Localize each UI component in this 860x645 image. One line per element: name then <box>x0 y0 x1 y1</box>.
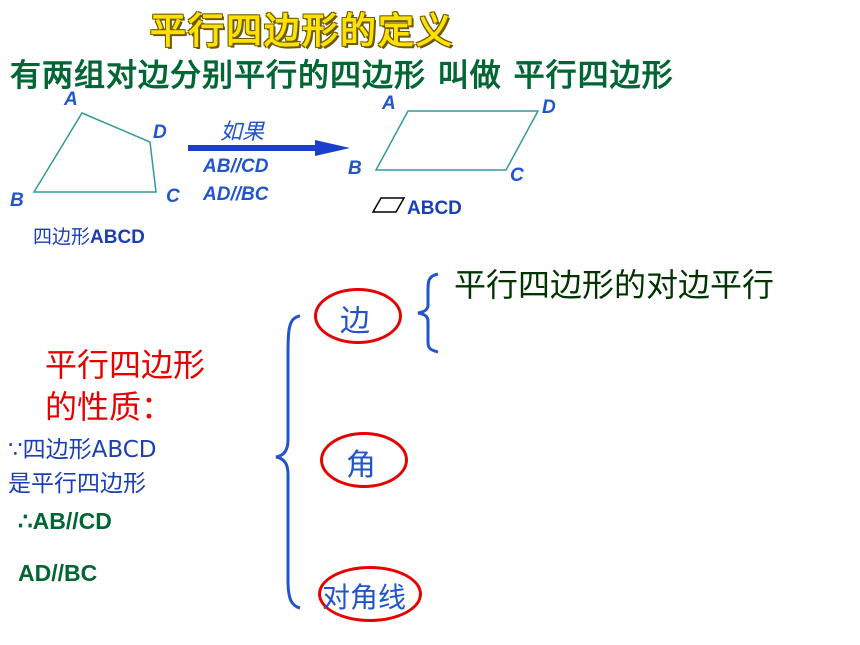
given-line1: ∵四边形ABCD <box>8 437 157 463</box>
small-brace <box>417 272 439 354</box>
page-title: 平行四边形的定义 <box>150 11 455 52</box>
quad-label-c: C <box>166 186 180 207</box>
large-brace <box>275 314 301 610</box>
quad-caption-prefix: 四边形 <box>33 226 91 248</box>
quad-label-b: B <box>10 190 24 211</box>
diagonal-oval <box>318 566 422 622</box>
category-side: 边 <box>340 304 370 339</box>
side-oval <box>314 288 402 344</box>
para-label-d: D <box>542 97 556 118</box>
category-angle: 角 <box>346 448 376 483</box>
definition-text: 有两组对边分别平行的四边形 叫做 平行四边形 <box>10 58 674 94</box>
arrow-line1: AB//CD <box>203 156 269 177</box>
para-label-b: B <box>348 158 362 179</box>
conclusion1: ∴AB//CD <box>18 508 112 534</box>
angle-oval <box>320 432 408 488</box>
properties-heading-line1: 平行四边形 <box>45 346 206 384</box>
quadrilateral-shape <box>32 112 157 193</box>
quad-label-a: A <box>64 89 78 110</box>
side-property: 平行四边形的对边平行 <box>454 266 775 304</box>
conclusion2: AD//BC <box>18 560 98 586</box>
parallelogram-symbol <box>371 197 406 213</box>
para-symbol-name: ABCD <box>407 198 462 219</box>
category-diagonal: 对角线 <box>322 581 407 614</box>
quad-caption-name: ABCD <box>90 227 145 248</box>
arrow-condition: 如果 <box>220 119 265 144</box>
parallelogram-shape <box>374 110 540 171</box>
quad-caption: 四边形ABCD <box>33 222 145 249</box>
arrow-head <box>315 140 350 156</box>
para-label-a: A <box>382 93 396 114</box>
para-label-c: C <box>510 165 524 186</box>
quad-label-d: D <box>153 122 167 143</box>
arrow-line2: AD//BC <box>203 184 269 205</box>
given-line2: 是平行四边形 <box>8 471 146 497</box>
properties-heading-line2: 的性质： <box>45 388 174 426</box>
